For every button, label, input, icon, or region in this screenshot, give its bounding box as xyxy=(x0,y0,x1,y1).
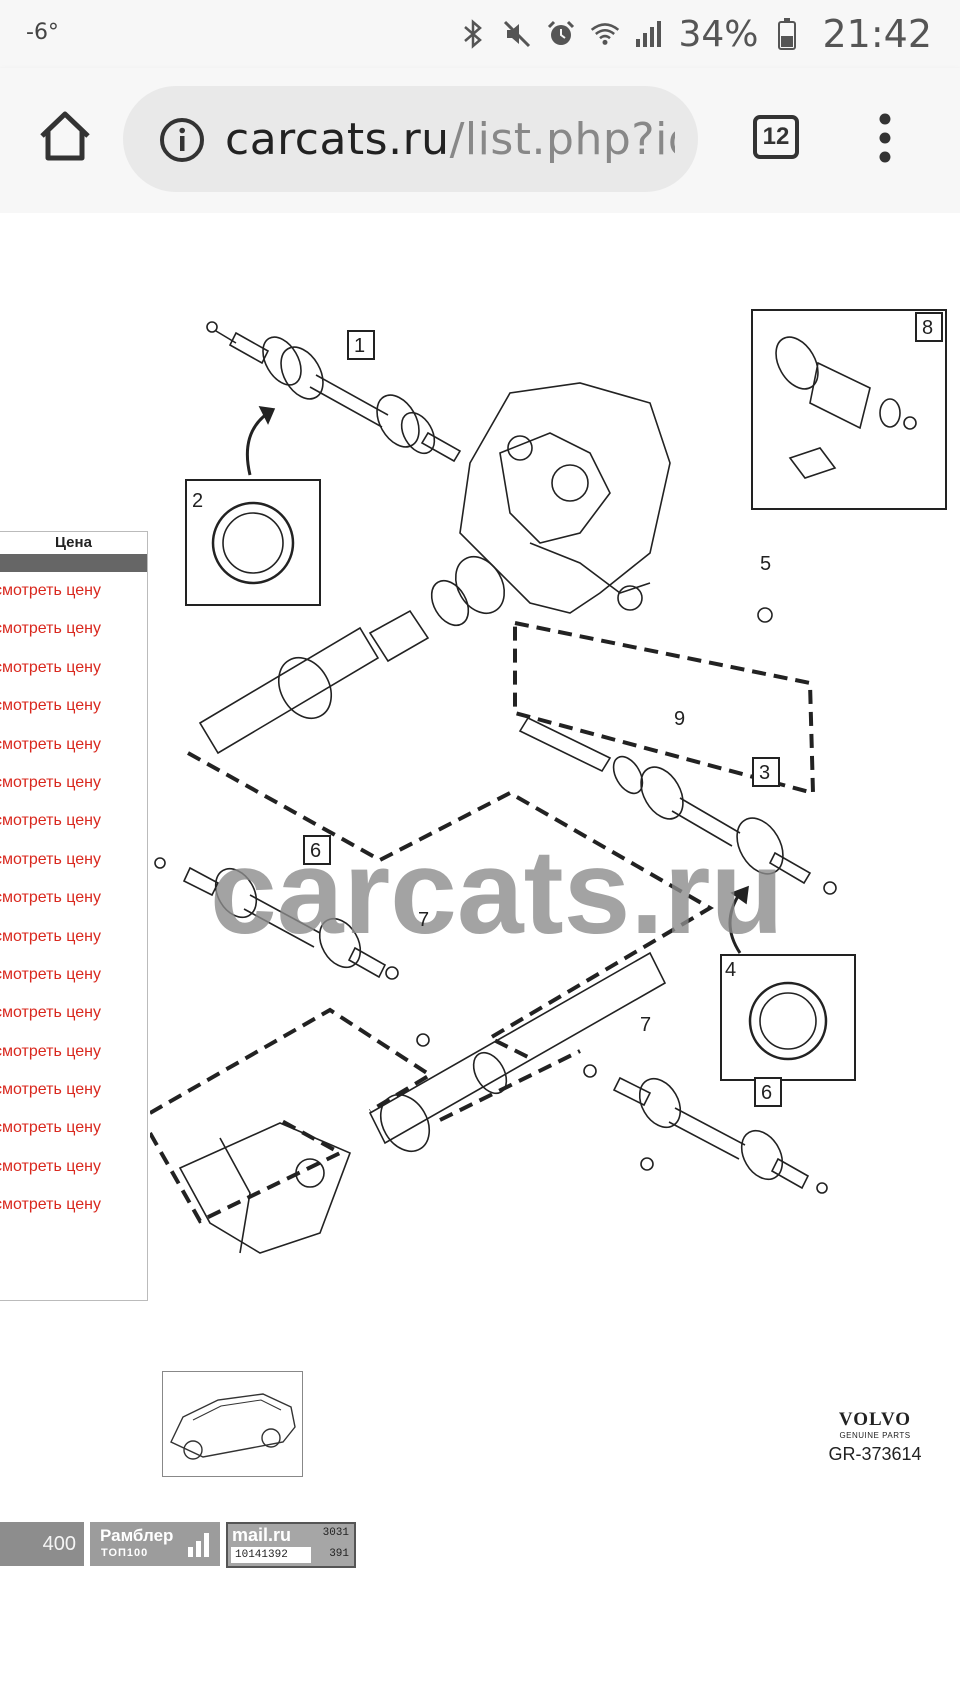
seal-ring-7-left xyxy=(416,1033,430,1047)
mailru-counter[interactable]: mail.ru 3031 10141392 391 xyxy=(226,1522,356,1568)
temperature: -6° xyxy=(26,20,59,45)
rambler-subtitle: ТОП100 xyxy=(101,1547,149,1559)
price-subheader-bar xyxy=(0,554,147,572)
car-icon xyxy=(170,1393,296,1460)
seal-ring-7-right xyxy=(640,1157,654,1171)
price-link[interactable]: смотреть цену xyxy=(0,697,101,715)
info-icon[interactable] xyxy=(159,117,205,163)
price-link[interactable]: смотреть цену xyxy=(0,582,101,599)
price-column-header: Цена xyxy=(55,534,92,551)
abs-ring-2 xyxy=(185,405,321,606)
visit-counter[interactable]: 400 xyxy=(0,1522,84,1566)
battery-icon xyxy=(772,18,802,50)
price-link[interactable]: смотреть цену xyxy=(0,850,101,868)
price-link[interactable]: смотреть цену xyxy=(0,1196,101,1214)
callout-box-1 xyxy=(347,330,375,360)
drive-shaft-6-right xyxy=(583,1064,828,1194)
overflow-menu-button[interactable] xyxy=(872,112,898,164)
bar-chart-icon xyxy=(188,1533,209,1557)
status-bar: -6° 34% 21:42 xyxy=(0,0,960,68)
price-link[interactable]: смотреть цену xyxy=(0,658,101,676)
price-link[interactable]: смотреть цену xyxy=(0,620,101,638)
alarm-icon xyxy=(546,19,576,49)
callout-9: 9 xyxy=(674,708,685,730)
battery-percent: 34% xyxy=(678,13,759,55)
mailru-logo: mail.ru xyxy=(232,1525,292,1545)
url-text[interactable]: carcats.ru/list.php?id xyxy=(225,110,675,170)
drive-shaft-1 xyxy=(206,321,462,463)
brand-block: VOLVO GENUINE PARTS GR-373614 xyxy=(820,1409,930,1465)
propeller-shaft xyxy=(198,555,506,755)
brand-subtitle: GENUINE PARTS xyxy=(839,1431,911,1440)
callout-6-right: 6 xyxy=(761,1082,772,1104)
callout-5: 5 xyxy=(760,553,771,575)
abs-ring-4 xyxy=(720,885,856,1081)
callout-6-left: 6 xyxy=(310,840,321,862)
parts-diagram: carcats.ru 1 2 3 4 5 6 7 8 9 6 7 xyxy=(150,309,947,1254)
home-icon xyxy=(40,111,90,161)
price-link[interactable]: смотреть цену xyxy=(0,927,101,945)
browser-toolbar: carcats.ru/list.php?id 12 xyxy=(0,68,960,213)
brand-logo: VOLVO xyxy=(838,1409,912,1430)
more-vert-icon xyxy=(879,113,891,163)
price-link[interactable]: смотреть цену xyxy=(0,773,101,791)
mailru-id: 10141392 xyxy=(231,1547,311,1563)
callout-7-left: 7 xyxy=(418,909,429,931)
mailru-count-2: 391 xyxy=(329,1548,349,1560)
callout-8: 8 xyxy=(922,317,933,339)
home-button[interactable] xyxy=(36,108,94,166)
mute-icon xyxy=(502,19,532,49)
transmission xyxy=(459,382,671,614)
price-link[interactable]: смотреть цену xyxy=(0,1157,101,1175)
price-link[interactable]: смотреть цену xyxy=(0,1004,101,1022)
mailru-count-1: 3031 xyxy=(322,1527,349,1539)
bluetooth-icon xyxy=(458,19,488,49)
rear-differential xyxy=(178,951,667,1254)
callout-box-8 xyxy=(915,312,943,342)
tab-switcher-button[interactable]: 12 xyxy=(753,115,799,159)
rambler-title: Рамблер xyxy=(100,1526,174,1545)
address-bar[interactable]: carcats.ru/list.php?id xyxy=(123,86,698,192)
price-link[interactable]: смотреть цену xyxy=(0,812,101,830)
price-rows: смотреть цену смотреть цену смотреть цену с… xyxy=(0,572,147,1225)
callout-box-3 xyxy=(752,757,780,787)
signal-icon xyxy=(634,19,664,49)
drive-shaft-6-left xyxy=(154,857,399,980)
rambler-top100-counter[interactable]: Рамблер ТОП100 xyxy=(90,1522,220,1566)
boot-kit-8 xyxy=(751,309,947,510)
callout-3: 3 xyxy=(759,762,770,784)
price-link[interactable]: смотреть цену xyxy=(0,1081,101,1099)
figure-code: GR-373614 xyxy=(828,1444,922,1464)
price-link[interactable]: смотреть цену xyxy=(0,889,101,907)
price-link[interactable]: смотреть цену xyxy=(0,965,101,983)
price-link[interactable]: смотреть цену xyxy=(0,1119,101,1137)
callout-1: 1 xyxy=(354,335,365,357)
clock: 21:42 xyxy=(822,12,932,56)
watermark: carcats.ru xyxy=(210,825,784,959)
wifi-icon xyxy=(590,19,620,49)
callout-box-6-right xyxy=(754,1077,782,1107)
drive-shaft-3 xyxy=(518,716,837,895)
price-link[interactable]: смотреть цену xyxy=(0,1042,101,1060)
vehicle-thumbnail xyxy=(162,1371,303,1477)
callout-2: 2 xyxy=(192,490,203,512)
status-icons: 34% 21:42 xyxy=(458,12,932,56)
callout-4: 4 xyxy=(725,959,736,981)
price-link[interactable]: смотреть цену xyxy=(0,735,101,753)
url-domain: carcats.ru xyxy=(225,114,450,165)
callout-7-right: 7 xyxy=(640,1014,651,1036)
seal-ring-5 xyxy=(757,607,773,623)
callout-box-6-left xyxy=(303,835,331,865)
url-path: /list.php?id xyxy=(449,114,675,165)
